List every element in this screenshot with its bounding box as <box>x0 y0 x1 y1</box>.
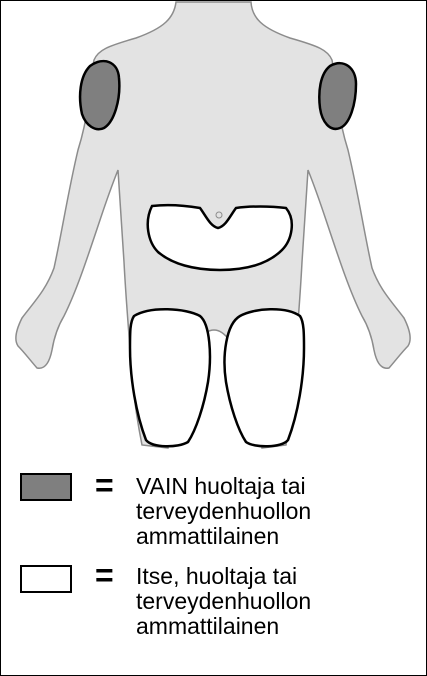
body-diagram <box>0 0 427 460</box>
legend-row-caregiver: = VAIN huoltaja tai terveydenhuollon amm… <box>0 473 427 553</box>
legend-label-caregiver: VAIN huoltaja tai terveydenhuollon ammat… <box>136 474 396 549</box>
legend-row-self: = Itse, huoltaja tai terveydenhuollon am… <box>0 553 427 633</box>
zone-right-thigh <box>225 309 304 446</box>
zone-right-arm <box>319 63 356 129</box>
legend-equals-sign: = <box>95 559 114 591</box>
legend-label-self: Itse, huoltaja tai terveydenhuollon amma… <box>136 564 396 639</box>
legend-swatch-self <box>20 565 72 593</box>
legend-equals-sign: = <box>95 469 114 501</box>
legend-swatch-caregiver <box>20 473 72 501</box>
zone-left-thigh <box>130 309 210 446</box>
